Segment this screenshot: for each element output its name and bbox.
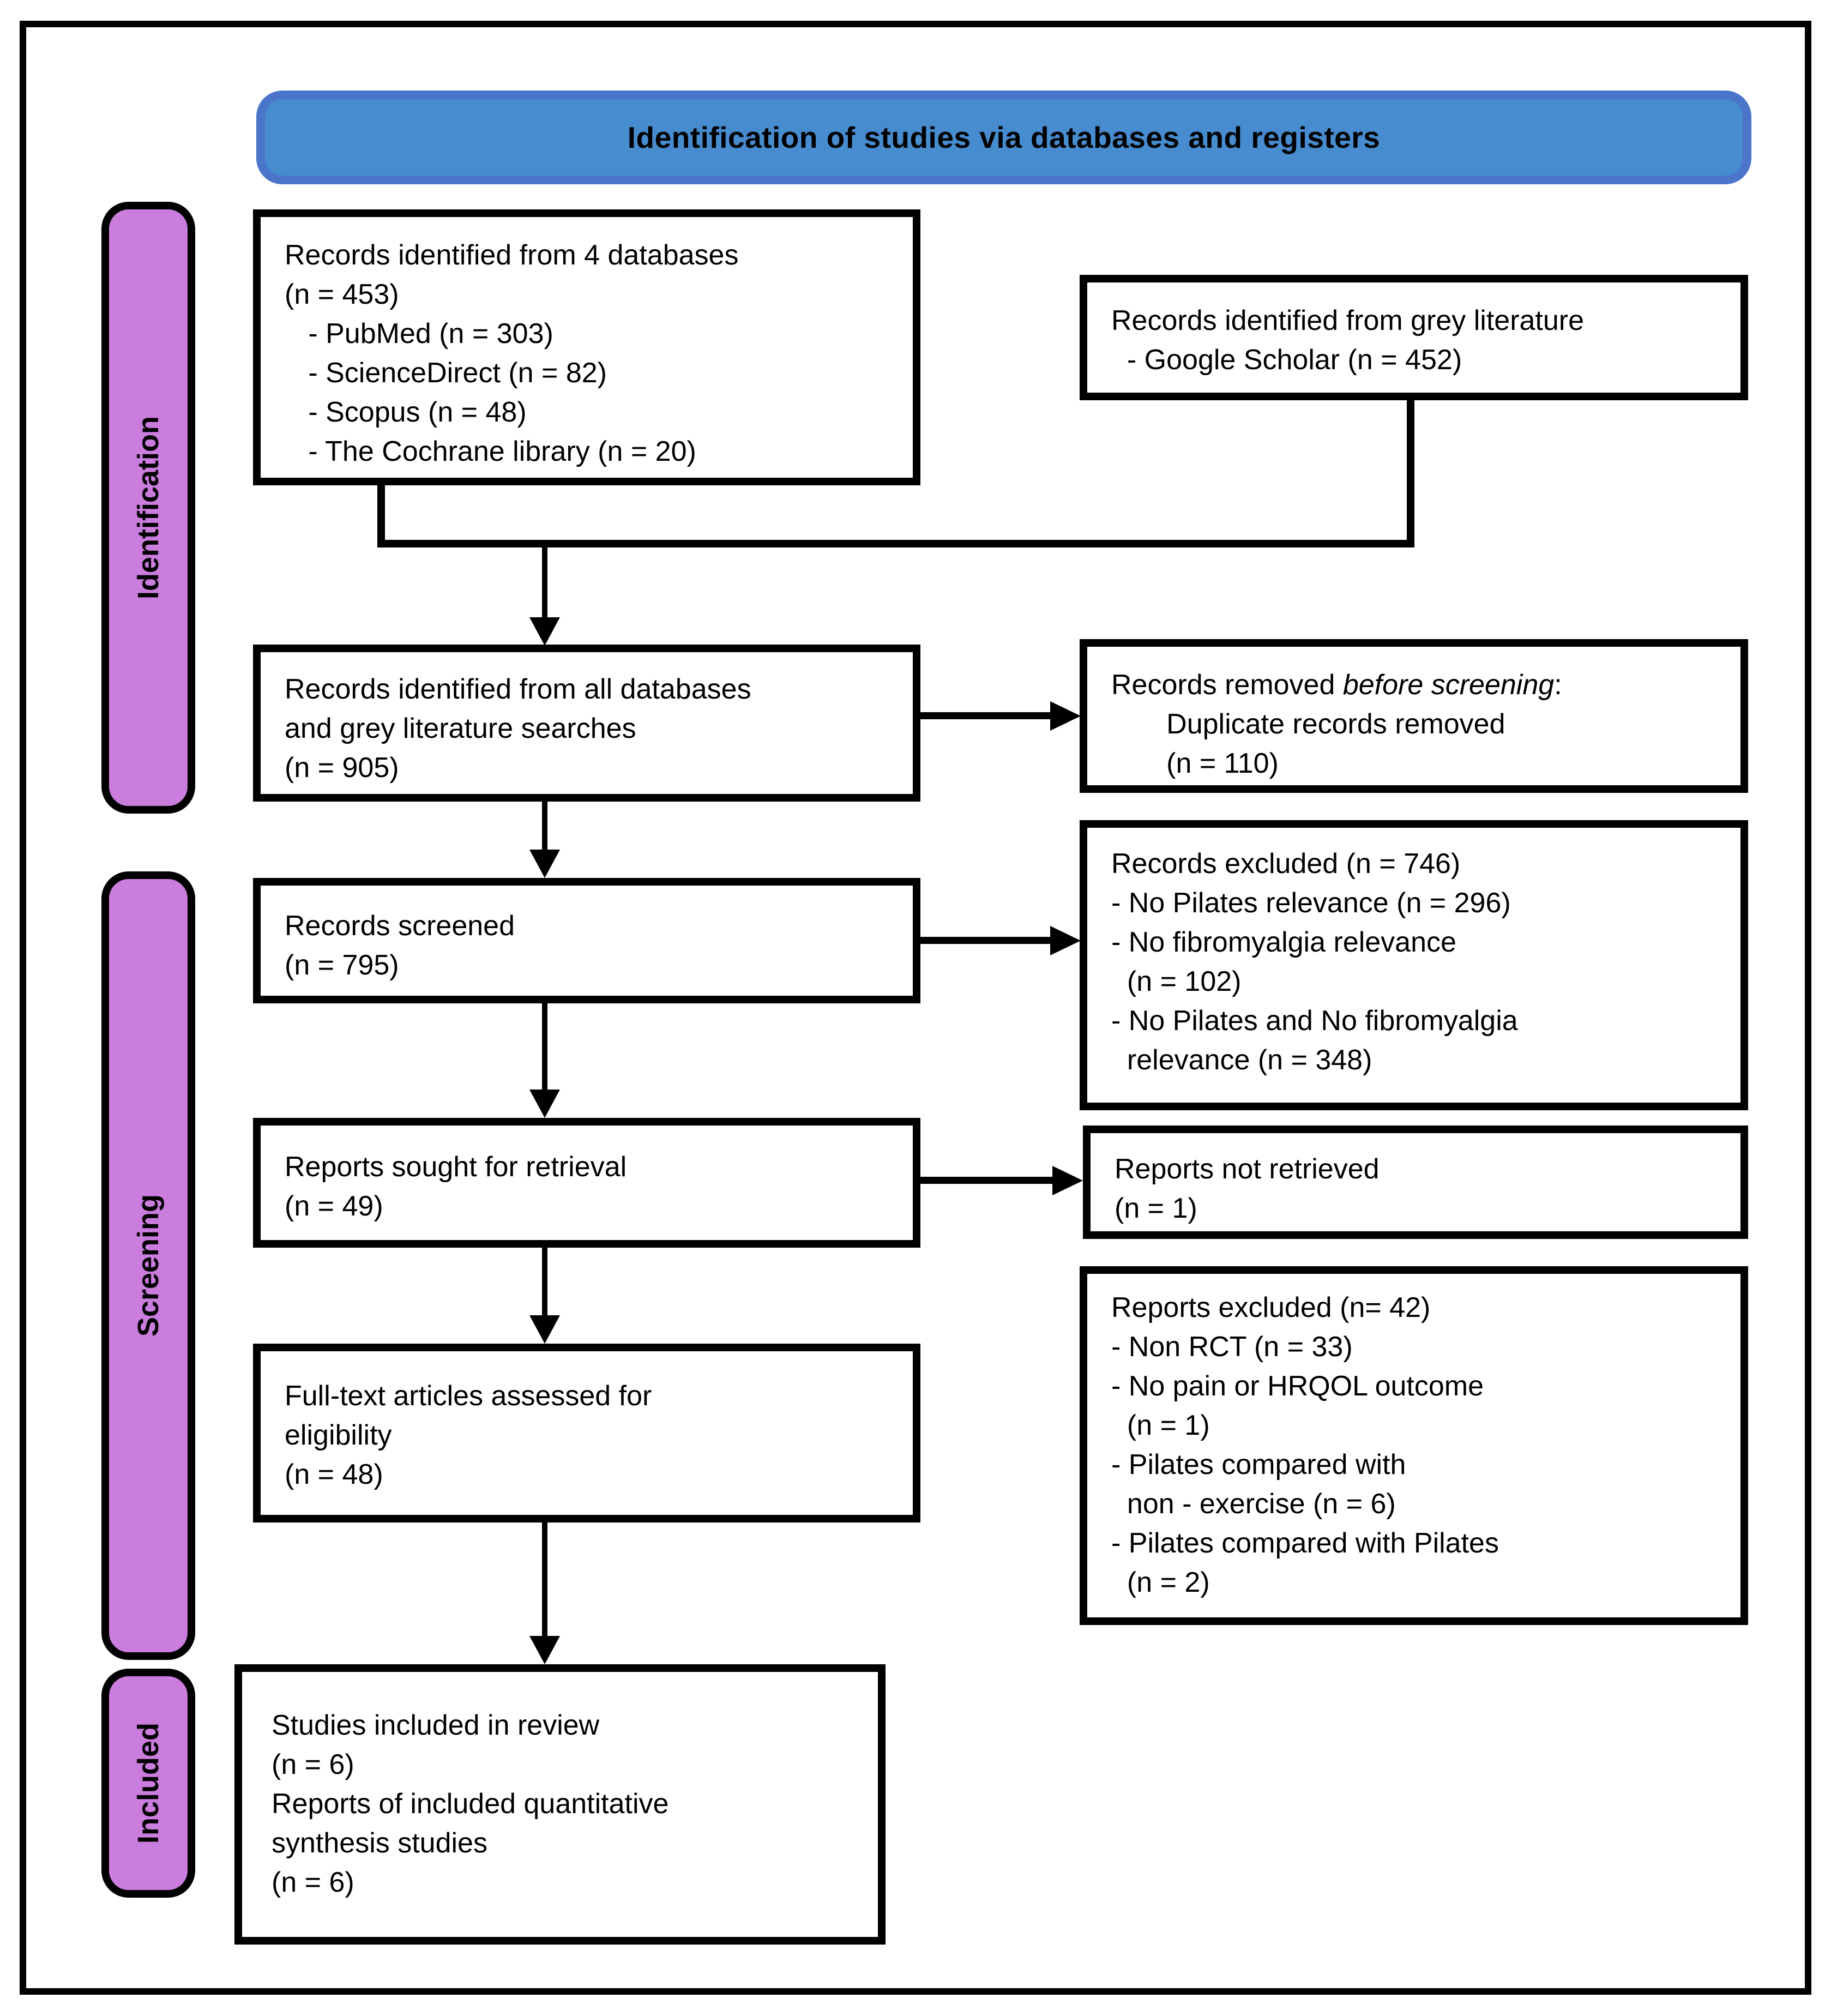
- records-all-sources-box: Records identified from all databases an…: [253, 645, 920, 802]
- records-removed-title-italic: before screening: [1342, 669, 1555, 701]
- header-title: Identification of studies via databases …: [627, 121, 1381, 154]
- arrow-screened-to-excluded-stem: [920, 937, 1052, 944]
- records-removed-box: Records removed before screening: Duplic…: [1080, 639, 1748, 793]
- arrow-merge-to-allrecords-head: [529, 617, 560, 646]
- connector-databases-down-line: [377, 485, 385, 547]
- studies-included-text: Studies included in review (n = 6) Repor…: [272, 1710, 669, 1898]
- records-removed-title-prefix: Records removed: [1111, 669, 1343, 701]
- reports-excluded-box: Reports excluded (n= 42) - Non RCT (n = …: [1080, 1266, 1748, 1625]
- diagram-outer-frame: [20, 21, 1811, 1995]
- arrow-sought-to-notretrieved-stem: [920, 1177, 1053, 1184]
- reports-excluded-text: Reports excluded (n= 42) - Non RCT (n = …: [1111, 1292, 1499, 1598]
- arrow-fulltext-to-included-stem: [542, 1522, 547, 1638]
- stage-included: Included: [101, 1669, 195, 1898]
- arrow-sought-to-fulltext-head: [529, 1315, 560, 1344]
- arrow-fulltext-to-included-head: [529, 1636, 560, 1664]
- records-identified-databases-text: Records identified from 4 databases (n =…: [285, 239, 739, 467]
- connector-merge-horizontal-line: [377, 540, 1414, 547]
- records-excluded-box: Records excluded (n = 746) - No Pilates …: [1080, 820, 1748, 1110]
- studies-included-box: Studies included in review (n = 6) Repor…: [234, 1664, 886, 1945]
- arrow-screened-to-excluded-head: [1050, 926, 1081, 955]
- arrow-screened-to-sought-stem: [542, 1003, 547, 1092]
- records-identified-databases-box: Records identified from 4 databases (n =…: [253, 209, 920, 485]
- records-screened-text: Records screened (n = 795): [285, 910, 515, 981]
- arrow-allrecords-to-removed-stem: [920, 712, 1052, 719]
- grey-literature-box: Records identified from grey literature …: [1080, 275, 1748, 400]
- stage-identification: Identification: [101, 202, 195, 814]
- connector-grey-down-line: [1407, 400, 1414, 547]
- stage-included-label: Included: [132, 1722, 165, 1844]
- records-removed-title: Records removed before screening:: [1111, 665, 1725, 705]
- reports-sought-text: Reports sought for retrieval (n = 49): [285, 1151, 627, 1222]
- grey-literature-text: Records identified from grey literature …: [1111, 305, 1585, 376]
- reports-not-retrieved-text: Reports not retrieved (n = 1): [1115, 1153, 1380, 1224]
- stage-identification-label: Identification: [132, 416, 165, 599]
- arrow-screened-to-sought-head: [529, 1090, 560, 1118]
- arrow-sought-to-fulltext-stem: [542, 1248, 547, 1317]
- arrow-sought-to-notretrieved-head: [1052, 1166, 1083, 1195]
- stage-screening-label: Screening: [132, 1194, 165, 1337]
- fulltext-assessed-text: Full-text articles assessed for eligibil…: [285, 1380, 652, 1490]
- reports-sought-box: Reports sought for retrieval (n = 49): [253, 1118, 920, 1248]
- fulltext-assessed-box: Full-text articles assessed for eligibil…: [253, 1344, 920, 1522]
- arrow-allrecords-to-screened-stem: [542, 802, 547, 852]
- arrow-allrecords-to-removed-head: [1050, 701, 1081, 731]
- records-removed-detail: Duplicate records removed (n = 110): [1166, 708, 1505, 779]
- header-banner: Identification of studies via databases …: [256, 91, 1751, 184]
- arrow-allrecords-to-screened-head: [529, 850, 560, 878]
- records-removed-title-suffix: :: [1554, 669, 1562, 701]
- arrow-merge-to-allrecords-stem: [542, 547, 547, 619]
- reports-not-retrieved-box: Reports not retrieved (n = 1): [1083, 1126, 1748, 1239]
- records-screened-box: Records screened (n = 795): [253, 878, 920, 1003]
- records-all-sources-text: Records identified from all databases an…: [285, 673, 751, 784]
- stage-screening: Screening: [101, 871, 195, 1660]
- records-excluded-text: Records excluded (n = 746) - No Pilates …: [1111, 848, 1518, 1076]
